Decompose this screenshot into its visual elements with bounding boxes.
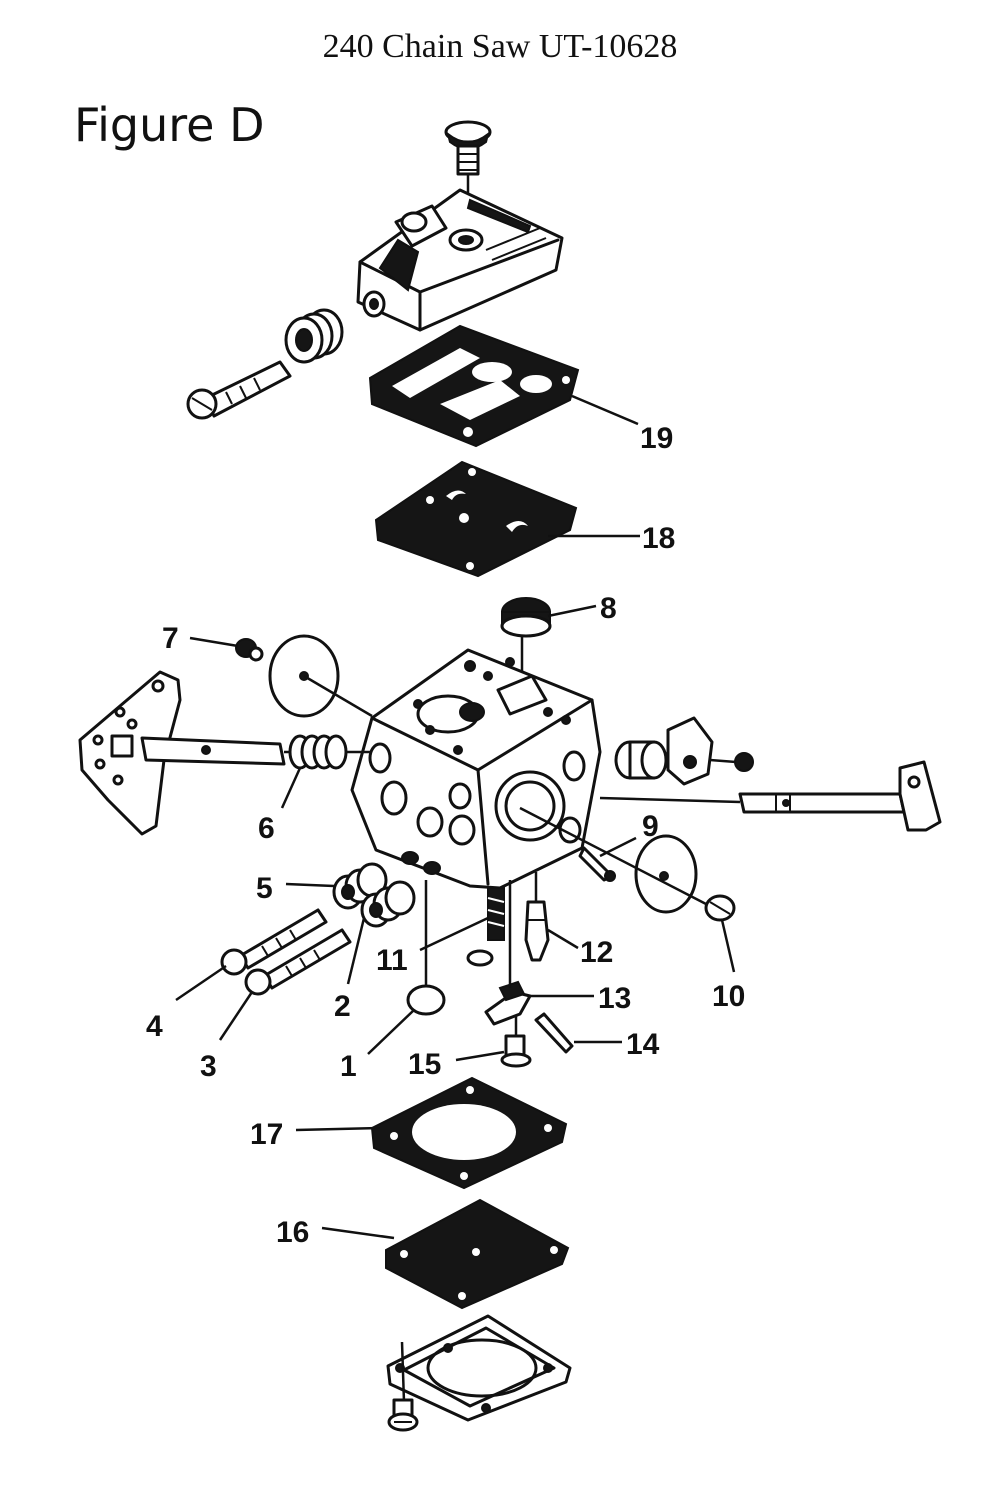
choke-valve-plate <box>268 634 373 718</box>
callout-14: 14 <box>626 1028 660 1061</box>
callout-9: 9 <box>642 810 659 843</box>
needle-4 <box>220 908 328 976</box>
callout-18: 18 <box>642 522 675 555</box>
leader-7 <box>189 636 239 648</box>
needle-12 <box>524 872 550 962</box>
screw-7 <box>235 638 264 662</box>
leader-8 <box>547 604 597 618</box>
leader-5 <box>285 882 335 888</box>
leader-10 <box>720 919 736 973</box>
leader-15 <box>455 1050 505 1062</box>
top-adjust-spring <box>284 308 344 364</box>
leader-3 <box>218 991 254 1041</box>
carburetor-body <box>350 648 602 890</box>
callout-17: 17 <box>250 1118 283 1151</box>
spring-11 <box>487 887 505 941</box>
pin-14 <box>534 1012 574 1054</box>
choke-lever-plate <box>78 670 182 836</box>
callout-8: 8 <box>600 592 617 625</box>
callout-16: 16 <box>276 1216 309 1249</box>
callout-12: 12 <box>580 936 613 969</box>
leader-6 <box>280 767 302 809</box>
callout-13: 13 <box>598 982 631 1015</box>
spring-2 <box>360 880 416 928</box>
spring-5 <box>332 862 388 910</box>
limiter-cap-8 <box>500 597 552 704</box>
bottom-cover <box>386 1314 572 1422</box>
choke-shaft <box>140 736 372 766</box>
callout-2: 2 <box>334 990 351 1023</box>
leader-4 <box>175 964 227 1002</box>
check-valve-1 <box>406 880 446 1016</box>
diaphragm-16-shape <box>385 1198 570 1310</box>
gasket-17-shape <box>370 1076 568 1190</box>
disc-small <box>466 949 494 967</box>
diaphragm-18-shape <box>374 460 578 578</box>
document-title: 240 Chain Saw UT-10628 <box>322 28 678 65</box>
screw-15 <box>500 1016 532 1068</box>
leader-11 <box>419 916 489 952</box>
choke-spring <box>288 734 348 770</box>
top-adjust-needle <box>186 360 292 420</box>
throttle-assembly-right <box>599 716 942 832</box>
pump-cover-body <box>356 188 564 332</box>
callout-11: 11 <box>376 944 408 977</box>
figure-label: Figure D <box>74 98 265 152</box>
callout-3: 3 <box>200 1050 217 1083</box>
leader-17 <box>295 1126 381 1132</box>
leader-9 <box>599 836 637 858</box>
needle-3 <box>244 928 352 996</box>
callout-5: 5 <box>256 872 273 905</box>
leader-12 <box>547 928 579 950</box>
callout-10: 10 <box>712 980 745 1013</box>
leader-1 <box>367 1009 415 1055</box>
callout-1: 1 <box>340 1050 357 1083</box>
metering-lever-13 <box>484 880 532 1026</box>
throttle-valve-plate <box>519 806 736 922</box>
callout-15: 15 <box>408 1048 441 1081</box>
callout-7: 7 <box>162 622 179 655</box>
callout-4: 4 <box>146 1010 163 1043</box>
gasket-19-shape <box>368 324 580 448</box>
leader-19 <box>571 394 639 426</box>
leader-16 <box>321 1226 395 1240</box>
callout-19: 19 <box>640 422 673 455</box>
bottom-screw <box>387 1341 419 1432</box>
needle-9 <box>578 846 616 882</box>
leader-2 <box>346 917 366 985</box>
callout-6: 6 <box>258 812 275 845</box>
